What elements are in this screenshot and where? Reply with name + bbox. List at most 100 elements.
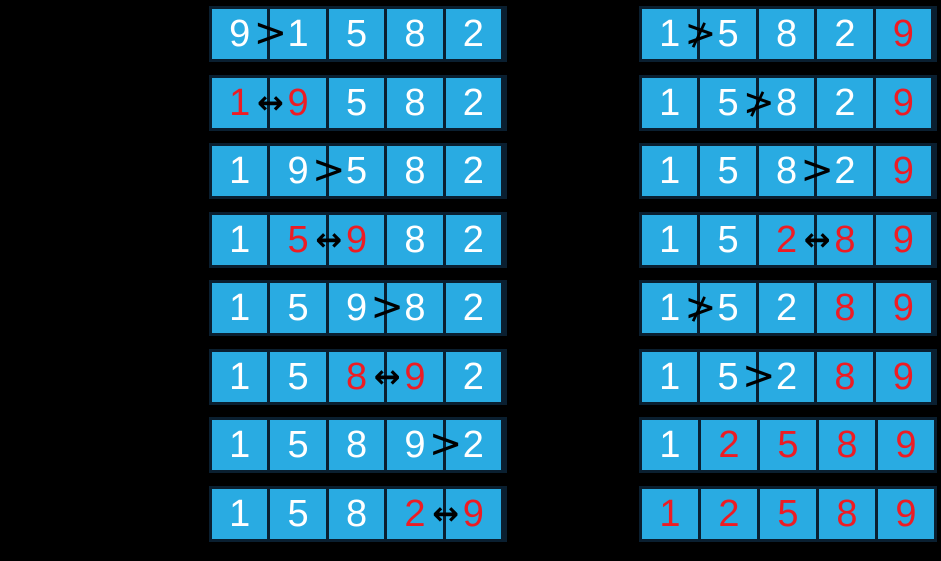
cell-value: 5 — [717, 287, 739, 330]
cell-value: 8 — [836, 424, 858, 467]
array-cell: 8 — [328, 488, 388, 539]
array-cell: 2 — [758, 283, 818, 334]
array-cell: 1 — [212, 214, 271, 265]
cell-value: 9 — [287, 150, 309, 193]
cell-value: 2 — [718, 424, 740, 467]
array-cell: 5 — [328, 9, 388, 59]
cell-value: 1 — [229, 81, 251, 124]
array-cell: 2 — [701, 488, 760, 539]
cell-value: 1 — [229, 218, 251, 261]
array-cell: 9 — [875, 77, 935, 128]
cell-value: 2 — [462, 218, 484, 261]
cell-value: 1 — [287, 13, 309, 55]
array-cell: 8 — [387, 146, 446, 197]
array-cell: 9 — [875, 146, 935, 197]
cell-value: 2 — [404, 492, 426, 535]
array-cell: 5 — [328, 77, 388, 128]
array-cell: 8 — [758, 77, 818, 128]
array-cell: 1 — [212, 420, 271, 471]
array-cell: 2 — [445, 351, 505, 402]
array-cell: 2 — [387, 488, 446, 539]
array-cell: 5 — [700, 351, 759, 402]
cell-value: 8 — [775, 150, 798, 193]
cell-value: 9 — [404, 424, 426, 467]
array-cell: 5 — [270, 488, 329, 539]
cell-value: 8 — [775, 13, 798, 55]
cell-value: 2 — [462, 424, 484, 467]
cell-value: 1 — [659, 355, 681, 398]
array-cell: 1 — [642, 420, 701, 471]
cell-value: 9 — [892, 81, 914, 124]
cell-value: 2 — [834, 13, 856, 55]
array-cell: 8 — [387, 9, 446, 59]
array-cell: 9 — [328, 283, 388, 334]
array-cell: 1 — [270, 9, 329, 59]
cell-value: 1 — [229, 287, 251, 330]
cell-value: 9 — [892, 218, 914, 261]
cell-value: 9 — [892, 150, 914, 193]
cell-value: 5 — [287, 492, 309, 535]
cell-value: 1 — [659, 150, 681, 193]
array-cell: 1 — [212, 146, 271, 197]
array-cell: 1 — [642, 9, 701, 59]
array-cell: 8 — [758, 146, 818, 197]
array-cell: 2 — [817, 77, 876, 128]
array-cell: 2 — [445, 9, 505, 59]
cell-value: 8 — [404, 150, 426, 193]
array-cell: 2 — [701, 420, 760, 471]
cell-value: 5 — [287, 218, 309, 261]
cell-value: 8 — [834, 287, 856, 330]
array-cell: 9 — [212, 9, 271, 59]
array-cell: 9 — [387, 420, 446, 471]
cell-value: 2 — [462, 355, 484, 398]
array-cell: 8 — [817, 351, 876, 402]
array-cell: 8 — [387, 283, 446, 334]
array-cell: 1 — [212, 77, 271, 128]
cell-value: 5 — [777, 424, 799, 467]
cell-value: 8 — [404, 287, 426, 330]
array-cell: 2 — [758, 214, 818, 265]
array-cell: 2 — [445, 214, 505, 265]
cell-value: 1 — [659, 218, 681, 261]
cell-value: 2 — [834, 81, 856, 124]
array-cell: 2 — [445, 77, 505, 128]
array-cell: 5 — [700, 9, 759, 59]
cell-value: 5 — [287, 424, 309, 467]
array-cell: 5 — [270, 420, 329, 471]
cell-value: 2 — [462, 150, 484, 193]
cell-value: 5 — [345, 150, 368, 193]
array-cell: 9 — [875, 351, 935, 402]
cell-value: 9 — [892, 287, 914, 330]
array-cell: 8 — [328, 351, 388, 402]
array-cell: 8 — [758, 9, 818, 59]
array-cell: 8 — [817, 283, 876, 334]
cell-value: 8 — [775, 81, 798, 124]
cell-value: 1 — [229, 492, 251, 535]
array-cell: 9 — [270, 146, 329, 197]
cell-value: 5 — [777, 492, 799, 535]
cell-value: 2 — [775, 287, 798, 330]
array-cell: 1 — [642, 488, 701, 539]
array-cell: 1 — [642, 214, 701, 265]
cell-value: 5 — [717, 355, 739, 398]
cell-value: 5 — [717, 13, 739, 55]
cell-value: 8 — [345, 424, 368, 467]
cell-value: 2 — [462, 287, 484, 330]
cell-value: 2 — [775, 355, 798, 398]
cell-value: 2 — [775, 218, 798, 261]
array-cell: 1 — [642, 146, 701, 197]
cell-value: 1 — [659, 492, 681, 535]
array-cell: 5 — [700, 214, 759, 265]
cell-value: 5 — [345, 13, 368, 55]
cell-value: 5 — [717, 81, 739, 124]
cell-value: 5 — [717, 150, 739, 193]
array-cell: 2 — [817, 9, 876, 59]
array-cell: 9 — [875, 283, 935, 334]
